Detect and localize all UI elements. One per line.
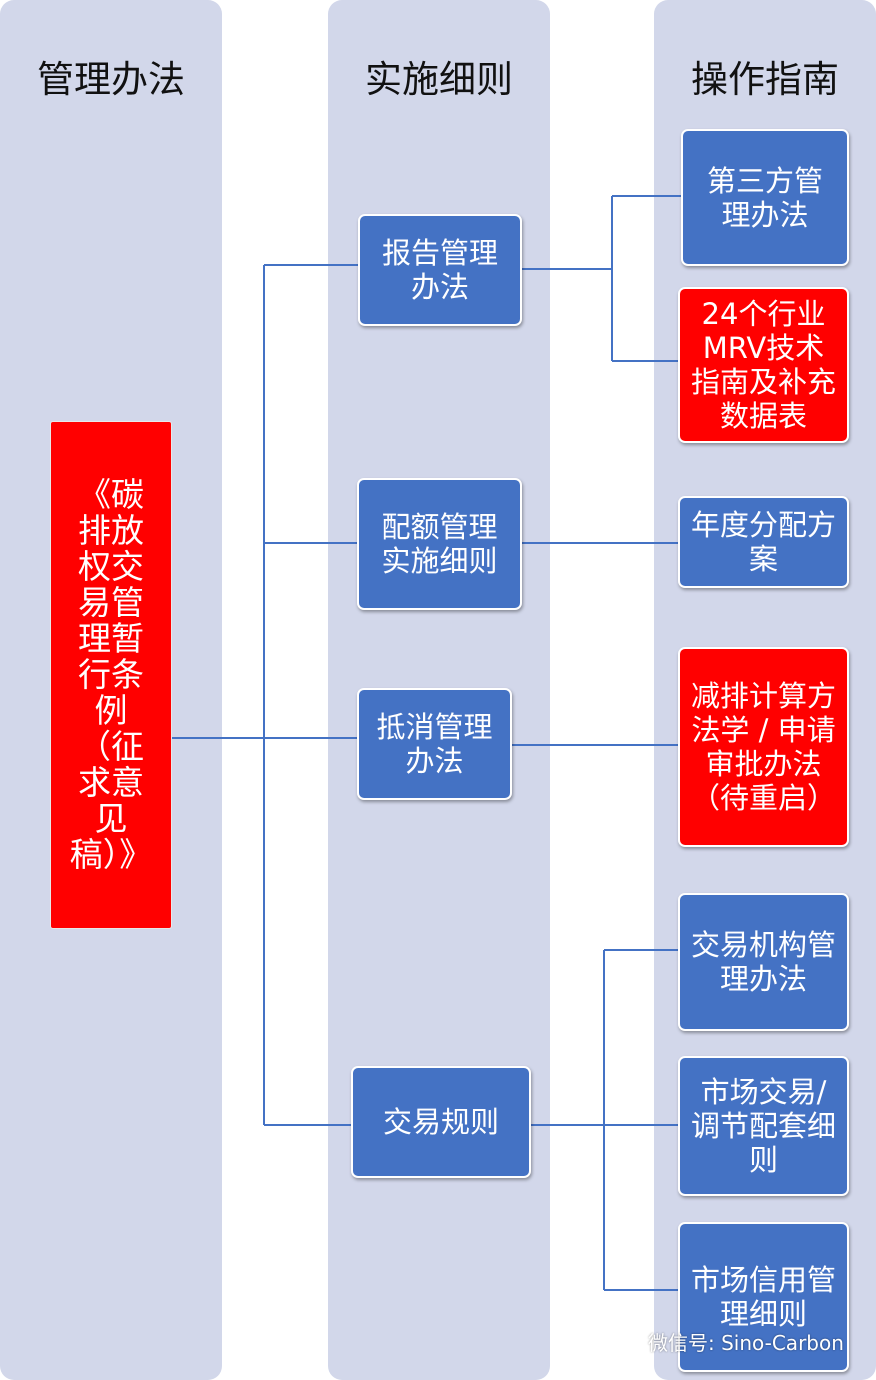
guide-annual-allocation: 年度分配方案: [678, 496, 849, 588]
rule-offset-management: 抵消管理办法: [357, 688, 512, 800]
column-title-implementation: 实施细则: [365, 58, 513, 101]
column-title-management: 管理办法: [37, 58, 185, 101]
rule-trading-rules: 交易规则: [351, 1066, 531, 1178]
guide-third-party-management: 第三方管理办法: [681, 129, 849, 266]
wechat-icon: [612, 1329, 642, 1353]
rule-reporting-management: 报告管理办法: [358, 214, 522, 326]
guide-market-credit-management: 市场信用管理细则: [678, 1222, 849, 1372]
rule-allowance-implementation: 配额管理实施细则: [357, 478, 522, 610]
guide-market-trading-rules: 市场交易/调节配套细则: [678, 1056, 849, 1196]
main-regulation-text: 《碳排放权交易管理暂行条例（征求意见稿）》: [69, 475, 153, 874]
main-regulation-box: 《碳排放权交易管理暂行条例（征求意见稿）》: [50, 421, 172, 929]
guide-trading-institution-management: 交易机构管理办法: [678, 893, 849, 1031]
guide-emission-reduction-methodology: 减排计算方法学 / 申请审批办法（待重启）: [678, 647, 849, 847]
watermark: 微信号: Sino-Carbon: [612, 1326, 844, 1356]
watermark-text: 微信号: Sino-Carbon: [648, 1330, 844, 1355]
guide-mrv-technical: 24个行业MRV技术指南及补充数据表: [678, 287, 849, 443]
column-title-guides: 操作指南: [691, 58, 839, 101]
